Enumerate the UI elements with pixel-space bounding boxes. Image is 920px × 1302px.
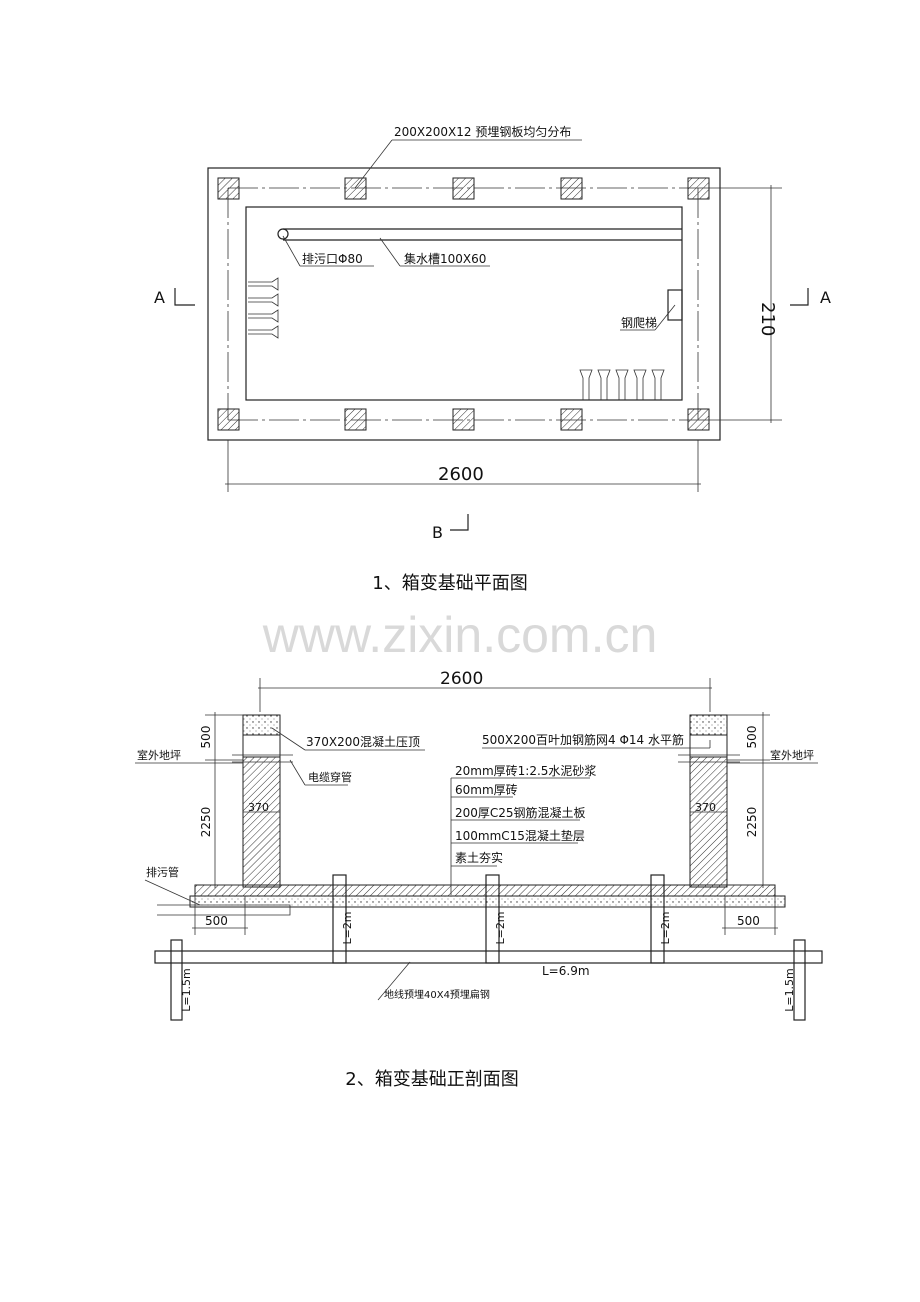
ground-level-right: 室外地坪 [770, 748, 814, 762]
dims-left [205, 712, 243, 888]
cable-pipe-left [232, 754, 293, 763]
channel-label: 集水槽100X60 [404, 251, 486, 266]
cable-fittings-bottom [579, 369, 665, 400]
bar-length: L=6.9m [542, 964, 590, 978]
cable-pipe-right [678, 754, 740, 763]
ground-stake [485, 874, 500, 964]
section-a-right: A [820, 288, 831, 307]
ground-level-left: 室外地坪 [137, 748, 181, 762]
layer-label: 20mm厚砖1:2.5水泥砂浆 [455, 763, 596, 778]
plan-view: 200X200X12 预埋钢板均匀分布 排污口Φ80 集水槽100X60 钢爬梯 [154, 125, 831, 594]
ground-bar [154, 950, 823, 964]
dim-500-left: 500 [199, 726, 213, 749]
ground-steel-label: 地线预埋40X4预埋扁钢 [384, 988, 490, 1001]
section-view: 2600 370 370 500 2250 500 2250 室外地坪 [135, 669, 823, 1090]
stake-3-length: L=2m [659, 911, 672, 944]
section-b: B [432, 523, 443, 542]
dim-height-text: 210 [757, 302, 778, 336]
steel-ladder [667, 289, 683, 321]
dimension-width [225, 440, 701, 492]
stake-2-length: L=2m [494, 911, 507, 944]
layer-label: 60mm厚砖 [455, 782, 518, 797]
foot-left-dim: 500 [205, 914, 228, 928]
layer-label: 素土夯实 [455, 850, 503, 865]
ground-stake [332, 874, 347, 964]
ground-stake-end [170, 939, 183, 1021]
cap-right [689, 714, 728, 736]
drain-label: 排污口Φ80 [302, 252, 363, 266]
layer-label: 200厚C25钢筋混凝土板 [455, 805, 586, 820]
end-right-length: L=1.5m [783, 968, 796, 1012]
wall-left-width: 370 [248, 801, 269, 814]
drain-pipe-label: 排污管 [146, 865, 179, 879]
cable-fittings-left [248, 277, 279, 339]
layer-label: 100mmC15混凝土垫层 [455, 828, 585, 843]
dim-2250-right: 2250 [745, 807, 759, 838]
foot-right-dim: 500 [737, 914, 760, 928]
outer-foundation [207, 167, 721, 441]
section-marker-right [790, 288, 809, 306]
collector-channel [277, 228, 682, 241]
drain-pipe [157, 904, 291, 916]
ground-stake [650, 874, 665, 964]
dim-2250-left: 2250 [199, 807, 213, 838]
foot-dims [192, 896, 778, 935]
cap-label: 370X200混凝土压顶 [306, 734, 420, 749]
section-caption: 2、箱变基础正剖面图 [345, 1069, 518, 1090]
watermark: www.zixin.com.cn [262, 607, 658, 663]
dim-500-right: 500 [745, 726, 759, 749]
plan-caption: 1、箱变基础平面图 [372, 573, 527, 594]
rc-slab [194, 884, 776, 897]
dim-width-text: 2600 [438, 464, 484, 485]
wall-left [242, 756, 281, 888]
section-a-left: A [154, 288, 165, 307]
section-dim-width [258, 678, 712, 712]
concrete-cushion [189, 895, 786, 908]
ladder-label: 钢爬梯 [621, 316, 657, 330]
section-dim-width-text: 2600 [440, 669, 483, 689]
embedded-plates [217, 177, 710, 431]
layer-callouts: 20mm厚砖1:2.5水泥砂浆 60mm厚砖 200厚C25钢筋混凝土板 100… [450, 763, 596, 895]
cable-label: 电缆穿管 [308, 770, 352, 784]
axis-lines [227, 187, 700, 421]
end-left-length: L=1.5m [180, 968, 193, 1012]
dimension-height [700, 185, 782, 423]
section-marker-b [450, 514, 469, 531]
rebar-label: 500X200百叶加钢筋网4 Φ14 水平筋 [482, 732, 684, 747]
plate-label: 200X200X12 预埋钢板均匀分布 [394, 125, 571, 139]
cap-left [242, 714, 281, 736]
wall-right [689, 756, 728, 888]
dims-right [727, 712, 770, 888]
ground-stake-end [793, 939, 806, 1021]
wall-right-width: 370 [695, 801, 716, 814]
stake-1-length: L=2m [341, 911, 354, 944]
section-marker-left [174, 288, 195, 306]
